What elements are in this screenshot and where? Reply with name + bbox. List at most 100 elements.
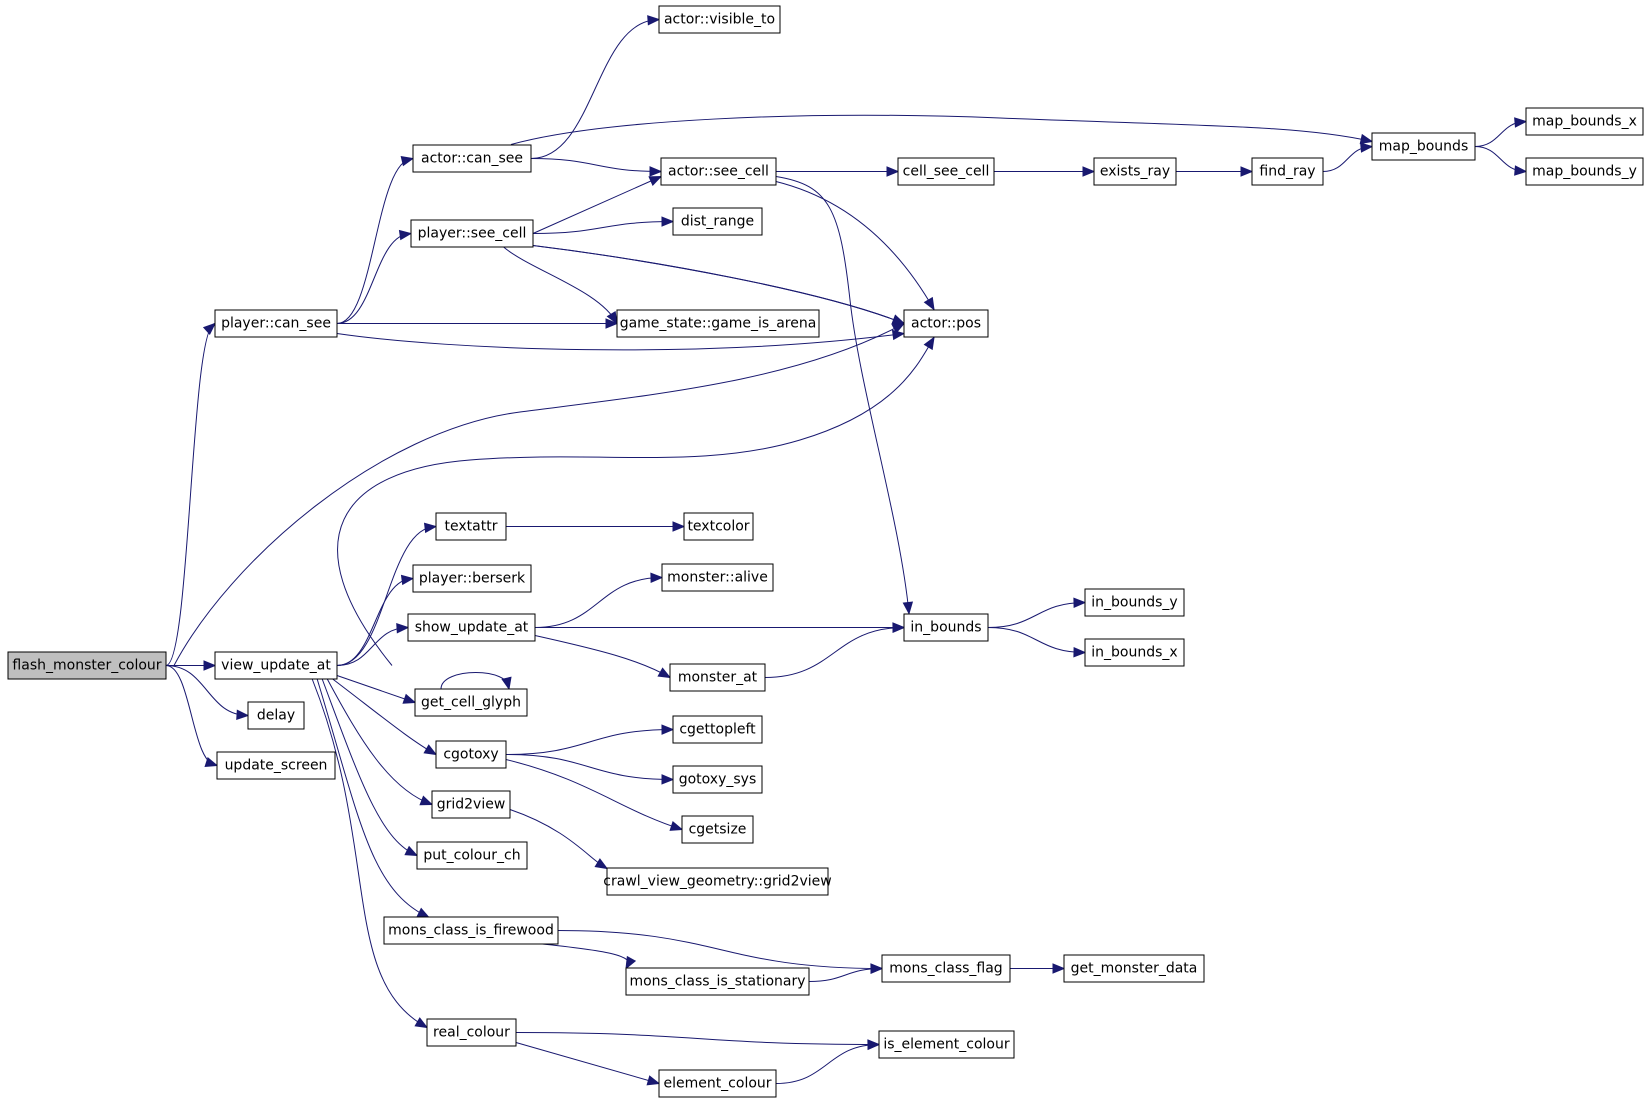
node-label: in_bounds_y: [1091, 595, 1177, 611]
node-label: update_screen: [225, 758, 328, 774]
node-put-colour-ch[interactable]: put_colour_ch: [416, 841, 528, 870]
node-box: [897, 157, 995, 186]
edge-arrowhead: [891, 329, 906, 341]
node-view-update-at[interactable]: view_update_at: [214, 651, 338, 680]
node-in-bounds-x[interactable]: in_bounds_x: [1084, 638, 1185, 667]
node-gotoxy-sys[interactable]: gotoxy_sys: [672, 765, 763, 794]
edge-arrowhead: [661, 724, 675, 735]
edge-arrowhead: [400, 574, 415, 586]
edge-view_update_at-to-get_cell_glyph: [336, 675, 417, 704]
node-label: delay: [257, 708, 295, 724]
node-map-bounds-x[interactable]: map_bounds_x: [1525, 107, 1644, 136]
edge-line: [165, 665, 218, 766]
node-label: element_colour: [663, 1076, 771, 1092]
edge-line: [775, 181, 935, 310]
edge-line: [321, 678, 418, 856]
node-actor-visible-to[interactable]: actor::visible_to: [658, 5, 781, 34]
node-get-monster-data[interactable]: get_monster_data: [1063, 954, 1205, 983]
node-player-can-see[interactable]: player::can_see: [214, 309, 338, 338]
node-player-see-cell[interactable]: player::see_cell: [410, 219, 534, 248]
node-box: [431, 790, 511, 819]
edge-arrowhead: [891, 314, 906, 325]
node-update-screen[interactable]: update_screen: [216, 751, 336, 780]
edge-arrowhead: [1514, 117, 1528, 128]
node-player-berserk[interactable]: player::berserk: [412, 564, 532, 593]
edge-line: [532, 176, 662, 234]
edge-arrowhead: [400, 156, 415, 167]
edge-arrowhead: [1514, 165, 1528, 176]
node-monster-alive[interactable]: monster::alive: [661, 563, 774, 592]
edge-actor_see_cell-to-actor_pos: [775, 181, 935, 311]
edge-arrowhead: [661, 774, 675, 785]
node-box: [1525, 107, 1644, 136]
node-cgettopleft[interactable]: cgettopleft: [672, 715, 763, 744]
node-label: player::see_cell: [418, 226, 527, 242]
node-exists-ray[interactable]: exists_ray: [1093, 157, 1177, 186]
node-mons-class-is-stationary[interactable]: mons_class_is_stationary: [625, 967, 810, 996]
edge-line: [337, 337, 935, 666]
node-label: mons_class_flag: [889, 961, 1002, 977]
edge-arrowhead: [923, 296, 935, 311]
node-textcolor[interactable]: textcolor: [683, 512, 754, 541]
node-label: player::berserk: [419, 571, 526, 587]
edge-line: [336, 675, 416, 703]
node-cell-see-cell[interactable]: cell_see_cell: [897, 157, 995, 186]
edge-player_see_cell-to-game_is_arena: [502, 246, 618, 325]
node-grid2view[interactable]: grid2view: [431, 790, 511, 819]
node-show-update-at[interactable]: show_update_at: [407, 613, 536, 642]
node-mons-class-flag[interactable]: mons_class_flag: [881, 954, 1011, 983]
node-box: [214, 309, 338, 338]
node-label: mons_class_is_firewood: [388, 923, 554, 939]
edge-line: [336, 526, 437, 666]
node-monster-at[interactable]: monster_at: [669, 663, 766, 692]
node-cgotoxy[interactable]: cgotoxy: [435, 740, 507, 769]
node-element-colour[interactable]: element_colour: [658, 1069, 777, 1098]
node-game-is-arena[interactable]: game_state::game_is_arena: [616, 309, 820, 338]
node-box: [214, 651, 338, 680]
edge-arrowhead: [886, 166, 900, 177]
node-box: [672, 715, 763, 744]
edge-show_update_at-to-monster_at: [534, 635, 672, 679]
edge-line: [505, 754, 674, 780]
edge-actor_see_cell-to-in_bounds: [775, 176, 914, 615]
node-label: map_bounds_x: [1532, 114, 1637, 130]
edge-line: [326, 678, 433, 805]
node-flash-monster-colour[interactable]: flash_monster_colour: [7, 651, 167, 680]
node-box: [672, 765, 763, 794]
node-map-bounds[interactable]: map_bounds: [1371, 132, 1476, 161]
edge-view_update_at-to-real_colour: [311, 678, 429, 1029]
node-find-ray[interactable]: find_ray: [1251, 157, 1324, 186]
node-textattr[interactable]: textattr: [435, 512, 507, 541]
edge-arrowhead: [902, 601, 914, 615]
edge-textattr-to-textcolor: [506, 521, 686, 532]
node-actor-pos[interactable]: actor::pos: [903, 309, 989, 338]
node-box: [435, 740, 507, 769]
edge-arrowhead: [1073, 646, 1087, 658]
edge-flash_monster_colour-to-update_screen: [165, 665, 219, 767]
edge-mons_class_is_stationary-to-mons_class_flag: [808, 963, 884, 982]
node-actor-see-cell[interactable]: actor::see_cell: [660, 157, 777, 186]
node-actor-can-see[interactable]: actor::can_see: [412, 144, 532, 173]
edge-arrowhead: [646, 1075, 661, 1086]
edge-line: [532, 245, 905, 324]
node-in-bounds[interactable]: in_bounds: [903, 613, 989, 642]
node-cgetsize[interactable]: cgetsize: [681, 815, 754, 844]
node-delay[interactable]: delay: [247, 701, 305, 730]
node-box: [903, 309, 989, 338]
node-dist-range[interactable]: dist_range: [672, 207, 763, 236]
edge-line: [987, 627, 1086, 653]
edge-line: [336, 333, 905, 351]
node-get-cell-glyph[interactable]: get_cell_glyph: [414, 688, 528, 717]
edge-arrowhead: [404, 845, 419, 857]
node-in-bounds-y[interactable]: in_bounds_y: [1084, 588, 1185, 617]
node-map-bounds-y[interactable]: map_bounds_y: [1525, 157, 1644, 186]
node-real-colour[interactable]: real_colour: [426, 1018, 517, 1047]
node-box: [414, 688, 528, 717]
node-mons-class-is-firewood[interactable]: mons_class_is_firewood: [383, 916, 559, 945]
edge-line: [534, 577, 663, 628]
edge-arrowhead: [1082, 166, 1096, 177]
node-crawl-grid2view[interactable]: crawl_view_geometry::grid2view: [603, 867, 832, 896]
edge-arrowhead: [423, 744, 438, 756]
node-is-element-colour[interactable]: is_element_colour: [878, 1030, 1015, 1059]
node-box: [383, 916, 559, 945]
